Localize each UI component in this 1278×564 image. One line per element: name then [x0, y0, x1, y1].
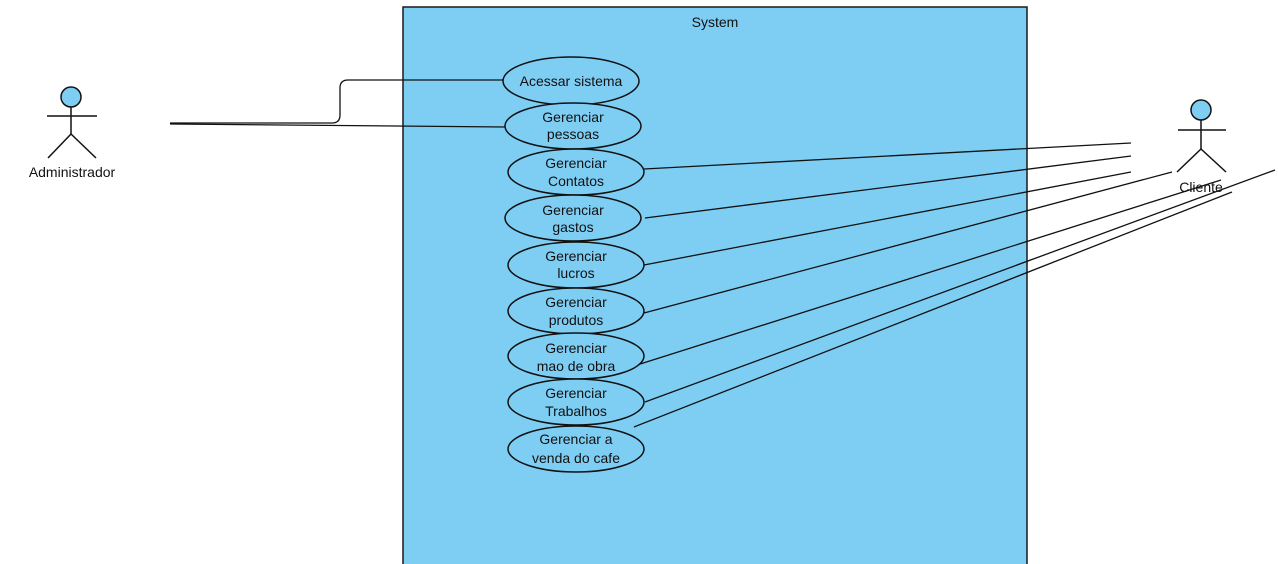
- use-case-label: Gerenciar: [545, 385, 607, 401]
- use-case-label: Gerenciar: [545, 340, 607, 356]
- use-case-label: gastos: [552, 219, 593, 235]
- use-case-label: Gerenciar a: [539, 431, 612, 447]
- use-case-gerenciar-venda-do-cafe[interactable]: Gerenciar a venda do cafe: [507, 425, 645, 473]
- use-case-gerenciar-lucros[interactable]: Gerenciar lucros: [507, 241, 645, 289]
- association-line-client-gerenciar-gastos[interactable]: [644, 155, 1132, 219]
- association-line-client-gerenciar-contatos[interactable]: [643, 142, 1132, 170]
- association-line-admin-acessar-sistema[interactable]: [170, 79, 505, 124]
- use-case-label: Contatos: [548, 173, 604, 189]
- use-case-ellipse: [507, 425, 645, 473]
- actor-administrador[interactable]: Administrador: [29, 86, 116, 180]
- system-box: [402, 6, 1028, 564]
- use-case-label: produtos: [549, 312, 603, 328]
- stick-figure-actor-icon: [1176, 99, 1227, 173]
- use-case-gerenciar-mao-de-obra[interactable]: Gerenciar mao de obra: [507, 332, 645, 380]
- association-line-client-gerenciar-venda-do-cafe[interactable]: [633, 191, 1233, 428]
- use-case-label: Gerenciar: [542, 109, 604, 125]
- use-case-gerenciar-contatos[interactable]: Gerenciar Contatos: [507, 148, 645, 196]
- use-case-gerenciar-trabalhos[interactable]: Gerenciar Trabalhos: [507, 378, 645, 426]
- actor-name-administrador: Administrador: [29, 164, 116, 180]
- system-boundary[interactable]: System: [402, 6, 1028, 564]
- use-case-acessar-sistema[interactable]: Acessar sistema: [502, 56, 640, 106]
- association-line-client-gerenciar-lucros[interactable]: [643, 171, 1132, 266]
- use-cases: Acessar sistema Gerenciar pessoas Gerenc…: [502, 56, 645, 473]
- use-case-ellipse: [507, 378, 645, 426]
- association-line-admin-gerenciar-pessoas[interactable]: [169, 123, 507, 128]
- actor-cliente[interactable]: Cliente: [1176, 99, 1227, 195]
- use-case-label: Trabalhos: [545, 403, 607, 419]
- association-line-client-gerenciar-mao-de-obra[interactable]: [636, 179, 1222, 366]
- use-case-gerenciar-pessoas[interactable]: Gerenciar pessoas: [504, 102, 642, 150]
- association-line-client-gerenciar-trabalhos[interactable]: [644, 169, 1276, 403]
- use-case-label: Gerenciar: [542, 202, 604, 218]
- stick-figure-actor-icon: [47, 86, 97, 159]
- use-case-label: lucros: [557, 265, 594, 281]
- use-case-label: Gerenciar: [545, 294, 607, 310]
- use-case-ellipse: [504, 194, 642, 242]
- use-case-gerenciar-gastos[interactable]: Gerenciar gastos: [504, 194, 642, 242]
- use-case-label: Gerenciar: [545, 248, 607, 264]
- associations: [169, 79, 1276, 428]
- use-case-label: venda do cafe: [532, 450, 620, 466]
- use-case-label: pessoas: [547, 126, 599, 142]
- use-case-label: mao de obra: [537, 358, 616, 374]
- association-line-client-gerenciar-produtos[interactable]: [643, 171, 1173, 314]
- use-case-label: Acessar sistema: [520, 73, 623, 89]
- system-title: System: [692, 14, 739, 30]
- actor-name-cliente: Cliente: [1179, 179, 1223, 195]
- use-case-gerenciar-produtos[interactable]: Gerenciar produtos: [507, 287, 645, 335]
- use-case-label: Gerenciar: [545, 155, 607, 171]
